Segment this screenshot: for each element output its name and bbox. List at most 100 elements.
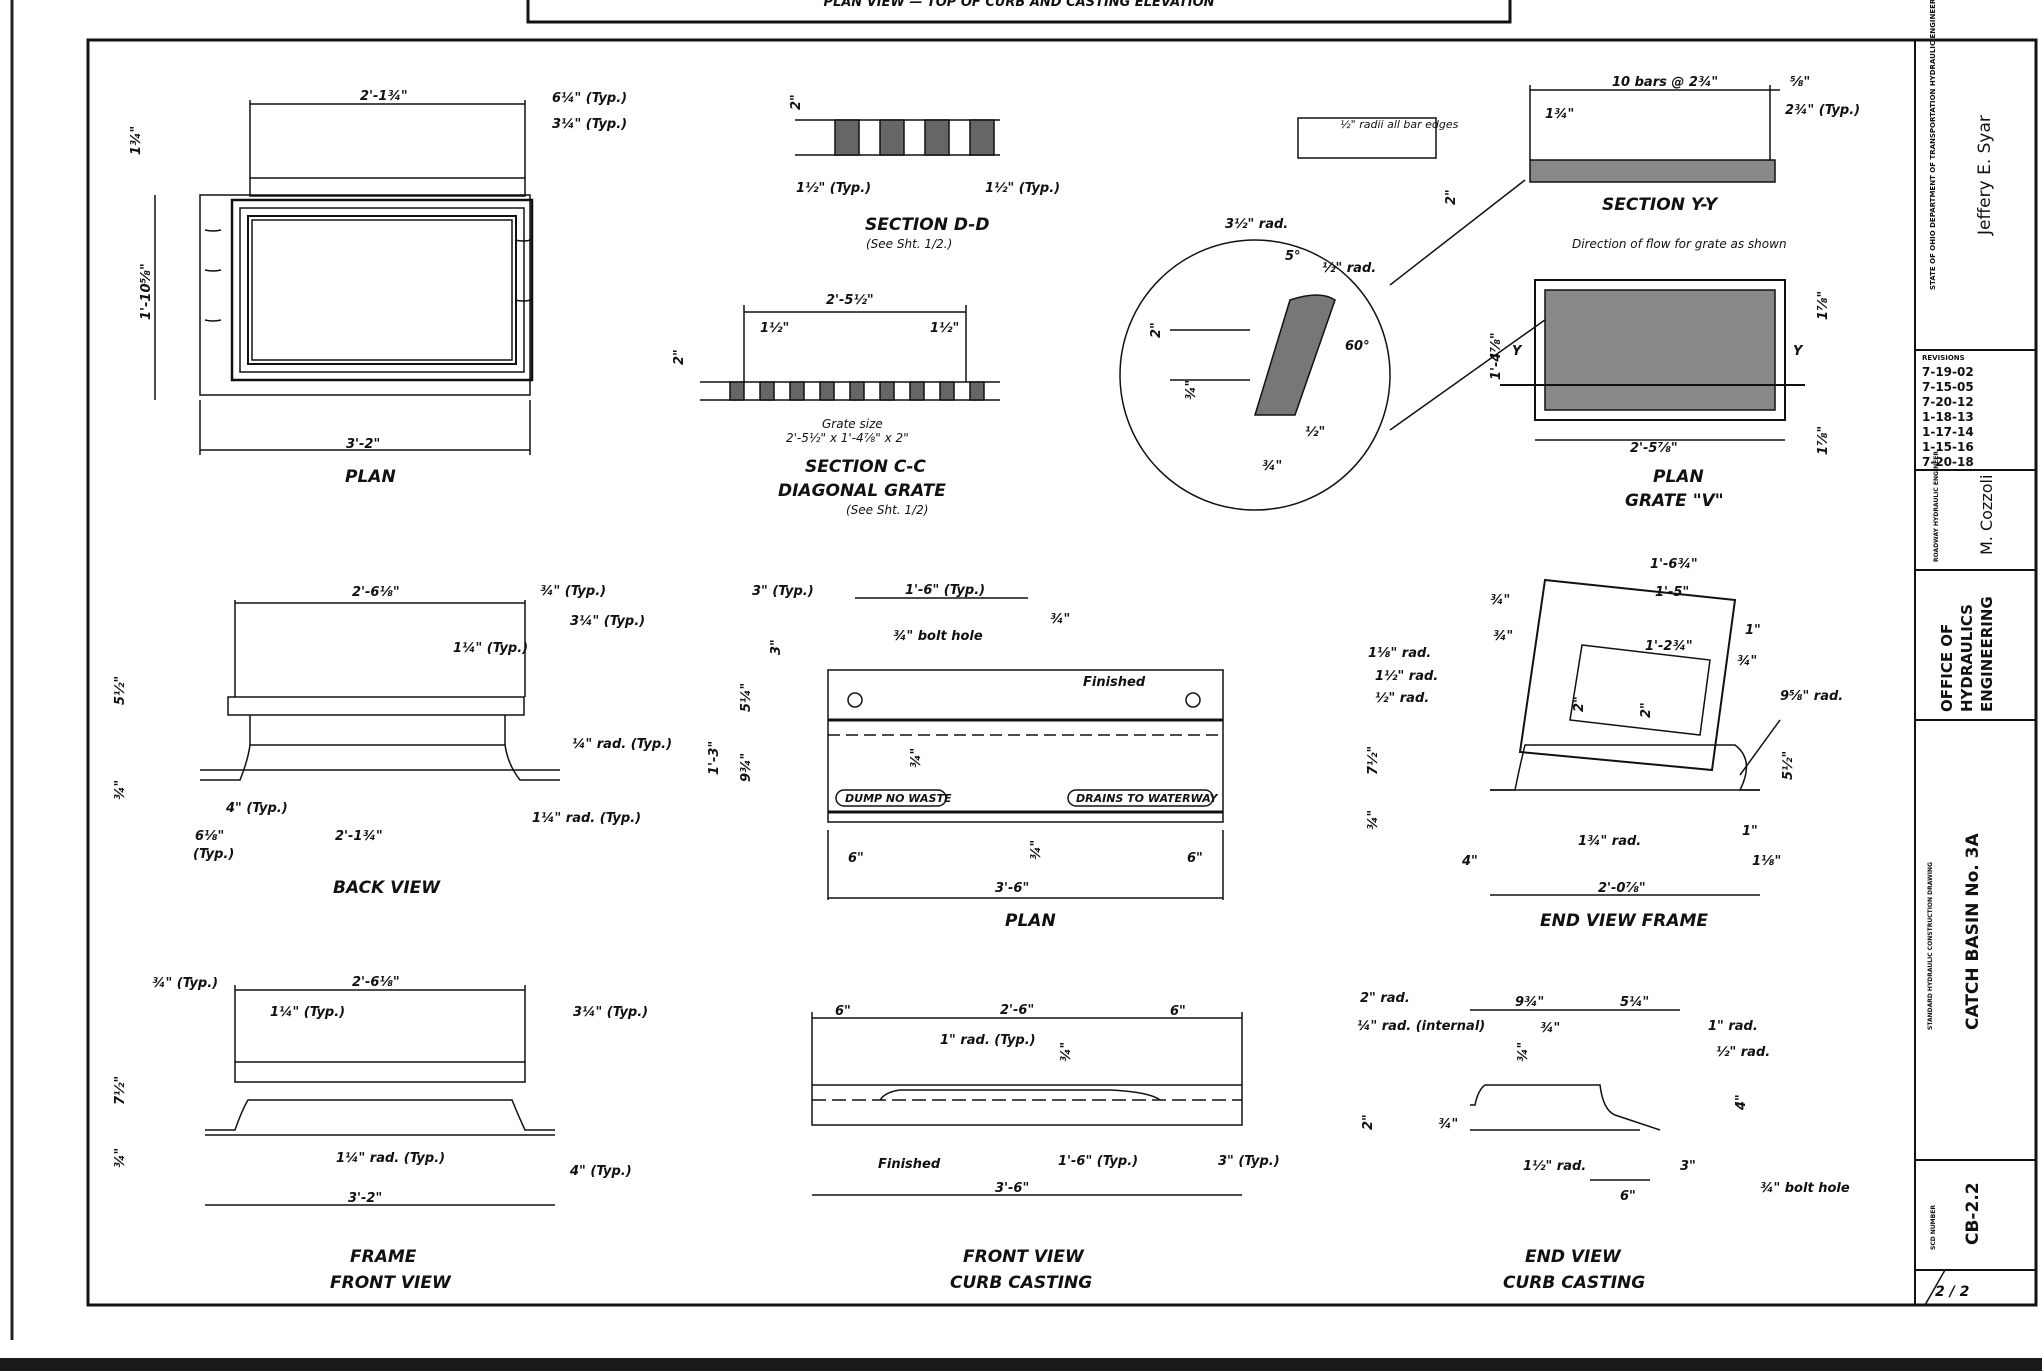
front-curb-dim-3: 1" rad. (Typ.)	[940, 1033, 1036, 1048]
end-frame-dim-16: 1¾" rad.	[1578, 834, 1641, 849]
plan-curb-dim-6: Finished	[1083, 675, 1146, 690]
roadway-label: ROADWAY HYDRAULIC ENGINEER	[1933, 451, 1940, 562]
section-dd-view	[795, 119, 1000, 156]
detail-dim-7: ¾"	[1262, 459, 1282, 474]
back-dim-6: ¾"	[113, 780, 128, 800]
back-dim-7: 4" (Typ.)	[225, 801, 288, 816]
front-curb-subtitle: CURB CASTING	[950, 1273, 1092, 1293]
revision-0: 7-19-02	[1922, 365, 1974, 379]
end-frame-dim-5: 1'-2¾"	[1645, 639, 1693, 654]
end-curb-dim-0: 2" rad.	[1360, 991, 1410, 1006]
end-frame-dim-6: ¾"	[1737, 654, 1757, 669]
section-cc-grate-size: 2'-5½" x 1'-4⅞" x 2"	[786, 431, 909, 445]
end-curb-dim-8: 4"	[1734, 1094, 1749, 1111]
svg-text:DRAINS TO WATERWAY: DRAINS TO WATERWAY	[1076, 792, 1219, 805]
section-cc-dim-3: 2"	[672, 349, 687, 365]
plan-frame-dim-5: 3'-2"	[346, 437, 380, 452]
front-curb-dim-7: 3'-6"	[995, 1181, 1029, 1196]
scd-label: SCD NUMBER	[1930, 1205, 1937, 1250]
plan-grate-dim-4: Y	[1512, 344, 1523, 359]
detail-dim-3: 2"	[1149, 322, 1164, 338]
end-frame-dim-19: 1⅛"	[1752, 854, 1781, 869]
section-cc-dim-1: 1½"	[760, 321, 789, 336]
end-curb-dim-14: ¾" bolt hole	[1760, 1181, 1850, 1196]
plan-curb-dim-7: 1'-3"	[707, 741, 722, 775]
end-frame-dim-13: 7½"	[1366, 746, 1381, 775]
section-yy-dim-3: 2¾" (Typ.)	[1785, 103, 1860, 118]
end-curb-view	[1470, 1009, 1680, 1181]
plan-curb-dim-11: ¾"	[1029, 840, 1044, 860]
plan-frame-title: PLAN	[345, 467, 396, 487]
frame-front-subtitle: FRONT VIEW	[330, 1273, 452, 1293]
end-frame-dim-18: 4"	[1461, 854, 1478, 869]
end-frame-dim-3: 1"	[1745, 623, 1761, 638]
section-dd-dim-0: 2"	[789, 94, 804, 110]
plan-frame-view	[154, 100, 534, 455]
frame-front-dim-5: 1¼" rad. (Typ.)	[336, 1151, 445, 1166]
stamp-dump-no-waste: DUMP NO WASTE	[835, 789, 952, 807]
plan-curb-dim-4: 3"	[769, 639, 784, 655]
section-yy-dim-2: 1¾"	[1545, 107, 1574, 122]
front-curb-dim-1: 2'-6"	[1000, 1003, 1034, 1018]
section-yy-view	[1529, 85, 1780, 183]
back-dim-0: 2'-6⅛"	[352, 585, 400, 600]
section-yy-title: SECTION Y-Y	[1602, 195, 1719, 215]
end-curb-dim-6: ½" rad.	[1716, 1045, 1770, 1060]
plan-frame-dim-2: 3¼" (Typ.)	[552, 117, 627, 132]
roadway-engineer: M. Cozzoli	[1977, 475, 1996, 555]
plan-curb-dim-0: 3" (Typ.)	[752, 584, 814, 599]
end-curb-dim-2: 5¼"	[1620, 995, 1649, 1010]
office-line-1: HYDRAULICS	[1958, 604, 1976, 712]
detail-dim-0: 3½" rad.	[1225, 217, 1288, 232]
end-frame-dim-14: 5½"	[1781, 751, 1796, 780]
banner-text: PLAN VIEW — TOP OF CURB AND CASTING ELEV…	[823, 0, 1214, 10]
frame-front-title: FRAME	[350, 1247, 417, 1267]
back-dim-11: 1¼" rad. (Typ.)	[532, 811, 641, 826]
end-curb-dim-1: 9¾"	[1515, 995, 1544, 1010]
plan-curb-dim-13: 3'-6"	[995, 881, 1029, 896]
front-curb-dim-5: Finished	[878, 1157, 941, 1172]
detail-dim-4: 60°	[1345, 339, 1370, 354]
plan-frame-dim-1: 6¼" (Typ.)	[552, 91, 627, 106]
plan-frame-dim-4: 1'-10⅝"	[139, 263, 154, 320]
end-frame-dim-20: 2'-0⅞"	[1598, 881, 1646, 896]
end-frame-dim-4: ¾"	[1493, 629, 1513, 644]
back-dim-1: ¾" (Typ.)	[540, 584, 606, 599]
plan-curb-dim-3: ¾" bolt hole	[893, 629, 983, 644]
svg-text:DUMP NO WASTE: DUMP NO WASTE	[845, 792, 952, 805]
revision-6: 7-20-18	[1922, 455, 1974, 469]
frame-front-dim-1: 2'-6⅛"	[352, 975, 400, 990]
front-curb-title: FRONT VIEW	[963, 1247, 1085, 1267]
front-curb-dim-0: 6"	[835, 1004, 851, 1019]
front-curb-view	[811, 1012, 1243, 1196]
revision-3: 1-18-13	[1922, 410, 1974, 424]
sheet-number: 2 / 2	[1935, 1284, 1969, 1300]
plan-grate-dim-5: Y	[1793, 344, 1804, 359]
stamp-drains-to-waterway: DRAINS TO WATERWAY	[1067, 789, 1219, 807]
plan-curb-dim-2: ¾"	[1050, 612, 1070, 627]
back-dim-8: 6⅛"	[195, 829, 224, 844]
back-dim-10: 2'-1¾"	[335, 829, 383, 844]
revision-2: 7-20-12	[1922, 395, 1974, 409]
office-line-2: ENGINEERING	[1978, 596, 1996, 712]
end-curb-dim-7: ¾"	[1516, 1042, 1531, 1062]
detail-callout: ½" radii all bar edges	[1340, 118, 1459, 131]
section-dd-dim-2: 1½" (Typ.)	[985, 181, 1060, 196]
frame-front-dim-2: 1¼" (Typ.)	[270, 1005, 345, 1020]
front-curb-dim-6: 1'-6" (Typ.)	[1058, 1154, 1138, 1169]
detail-dim-5: ¾"	[1184, 380, 1199, 400]
end-curb-dim-10: ¾"	[1438, 1117, 1458, 1132]
back-dim-9: (Typ.)	[193, 847, 234, 862]
plan-curb-view	[827, 597, 1224, 900]
back-view	[200, 600, 560, 781]
section-dd-note: (See Sht. 1/2.)	[866, 237, 952, 251]
header-banner: PLAN VIEW — TOP OF CURB AND CASTING ELEV…	[526, 0, 1512, 24]
plan-curb-dim-5: 5¼"	[739, 683, 754, 712]
end-frame-dim-15: ¾"	[1366, 810, 1381, 830]
end-curb-dim-3: 1" rad.	[1708, 1019, 1758, 1034]
end-frame-dim-7: 1⅛" rad.	[1368, 646, 1431, 661]
end-curb-title: END VIEW	[1525, 1247, 1622, 1267]
back-dim-5: ¼" rad. (Typ.)	[572, 737, 672, 752]
end-frame-title: END VIEW FRAME	[1540, 911, 1708, 931]
frame-front-dim-6: ¾"	[113, 1148, 128, 1168]
